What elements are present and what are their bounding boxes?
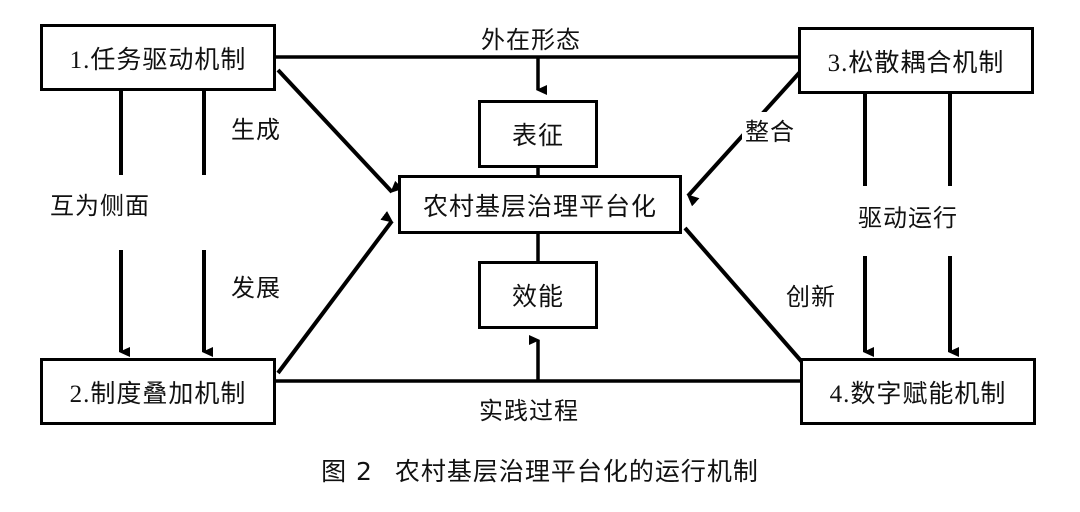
node-representation-label: 表征 xyxy=(511,123,564,150)
edge-generate xyxy=(276,68,403,194)
edge-label-develop: 发展 xyxy=(228,268,284,303)
edge-label-innovate: 创新 xyxy=(783,277,839,312)
edge-label-drive-operation: 驱动运行 xyxy=(855,198,961,233)
node-mechanism-1-label: 1.任务驱动机制 xyxy=(69,46,247,74)
edge-develop xyxy=(276,211,394,375)
edge-practice-process xyxy=(275,335,800,383)
node-center-platform-label: 农村基层治理平台化 xyxy=(422,193,657,221)
edge-label-practice-process: 实践过程 xyxy=(476,391,582,426)
edge-mutual-aspects xyxy=(119,90,213,357)
node-mechanism-3-label: 3.松散耦合机制 xyxy=(827,49,1005,77)
edge-innovate xyxy=(683,226,804,364)
node-mechanism-4[interactable]: 4.数字赋能机制 xyxy=(800,358,1036,425)
edge-label-generate: 生成 xyxy=(228,110,284,145)
edge-drive-operation xyxy=(863,93,959,357)
node-representation[interactable]: 表征 xyxy=(478,100,598,168)
node-mechanism-3[interactable]: 3.松散耦合机制 xyxy=(798,27,1034,94)
node-efficacy-label: 效能 xyxy=(511,284,564,311)
node-mechanism-2[interactable]: 2.制度叠加机制 xyxy=(40,358,276,425)
figure-caption: 图 2 农村基层治理平台化的运行机制 xyxy=(0,452,1080,488)
figure-caption-number: 图 2 xyxy=(321,457,373,486)
edge-label-external-form: 外在形态 xyxy=(478,20,584,55)
edge-external-form xyxy=(275,55,798,95)
node-efficacy[interactable]: 效能 xyxy=(478,261,598,329)
edge-label-integrate: 整合 xyxy=(742,112,798,147)
node-mechanism-2-label: 2.制度叠加机制 xyxy=(69,380,247,408)
edge-label-mutual-aspects: 互为侧面 xyxy=(47,186,153,221)
node-center-platform[interactable]: 农村基层治理平台化 xyxy=(398,175,682,234)
figure-caption-text: 农村基层治理平台化的运行机制 xyxy=(394,457,759,486)
node-mechanism-4-label: 4.数字赋能机制 xyxy=(829,380,1007,408)
node-mechanism-1[interactable]: 1.任务驱动机制 xyxy=(40,24,276,91)
